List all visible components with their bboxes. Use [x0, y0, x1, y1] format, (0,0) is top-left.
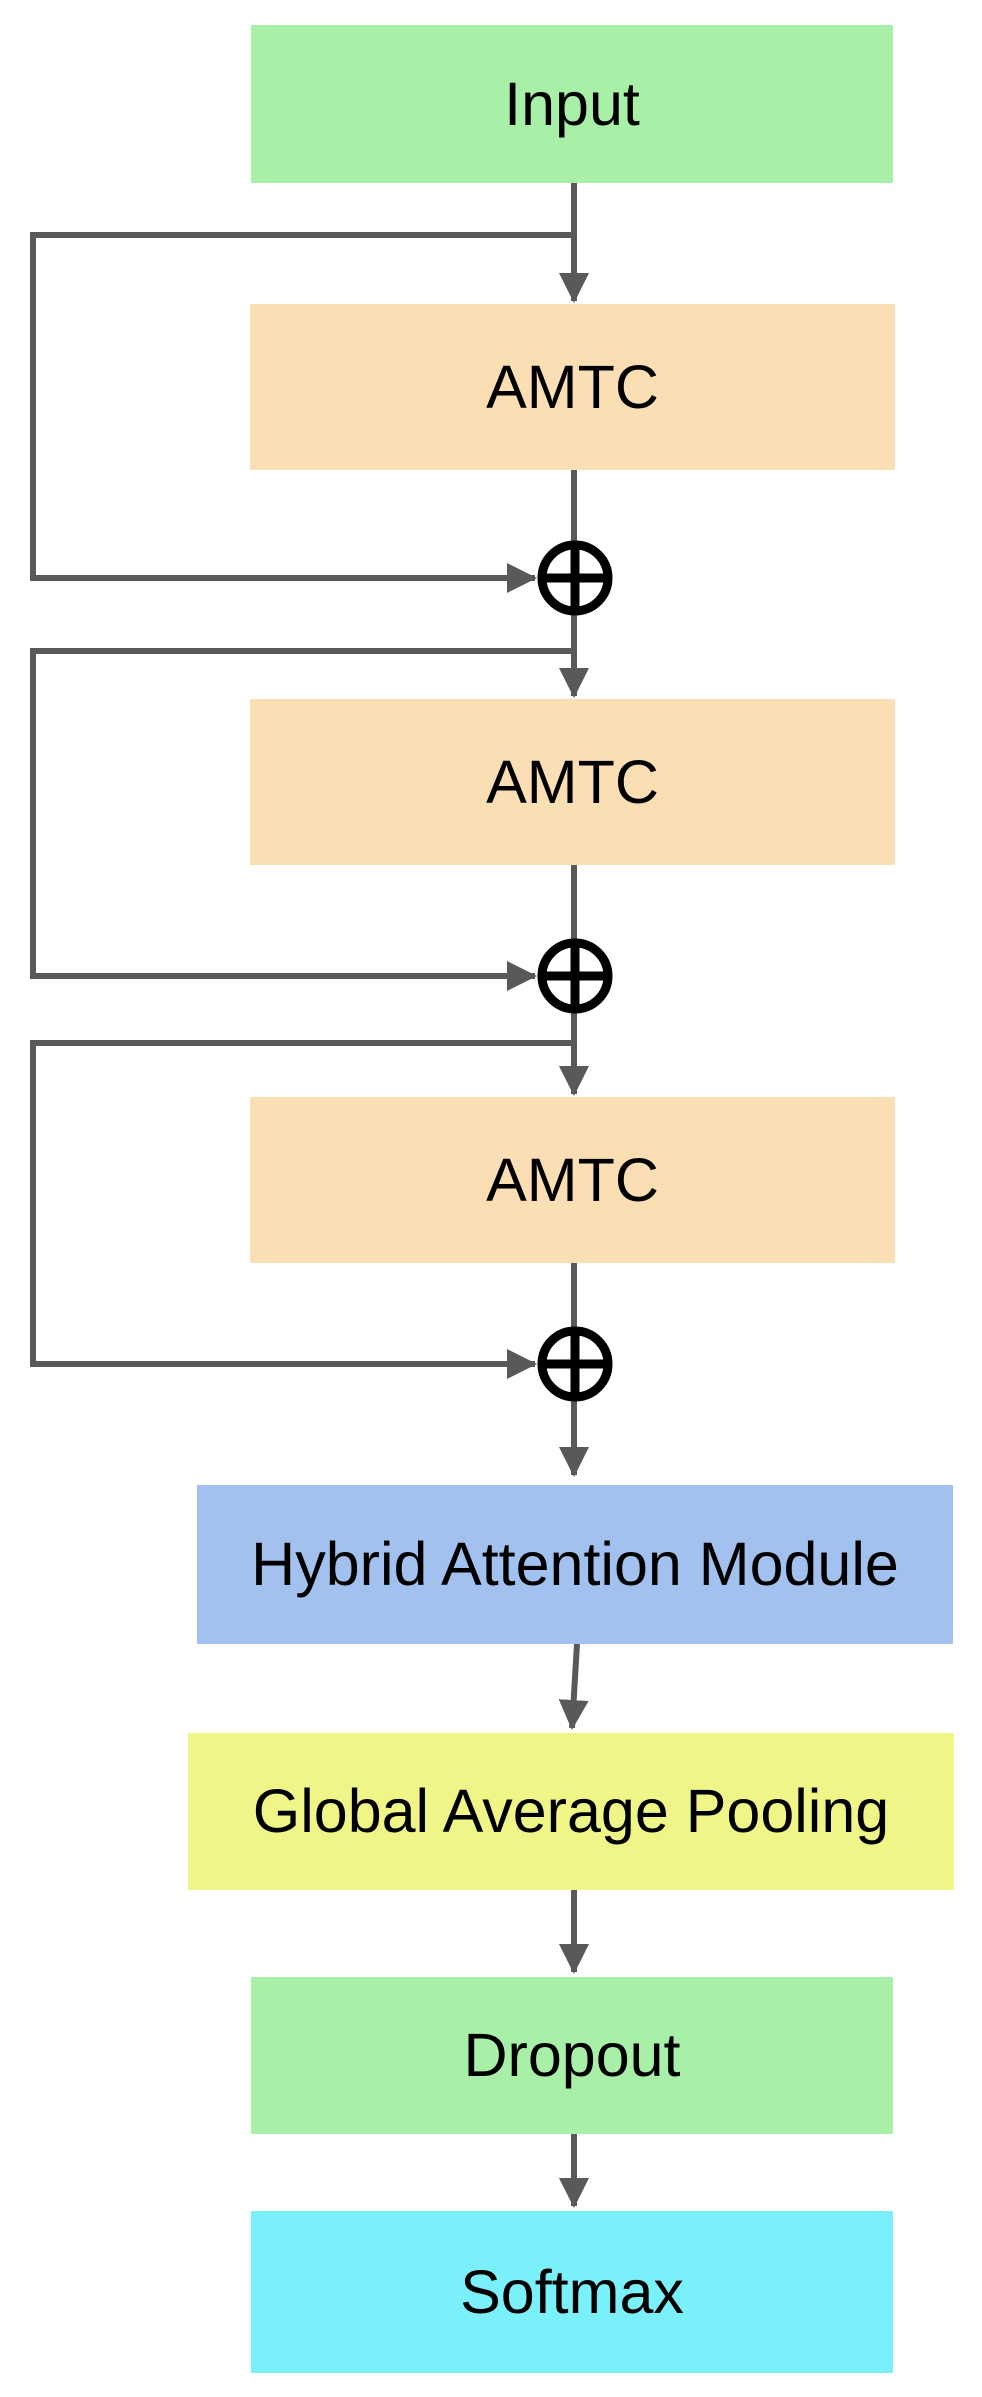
add-operators — [537, 540, 613, 1402]
edge-skip3 — [30, 1040, 574, 1379]
edge-skip2 — [30, 648, 574, 991]
node-amtc-2: AMTC — [250, 699, 895, 865]
add-operator-2-icon — [537, 938, 613, 1014]
add-operator-3-icon — [537, 1326, 613, 1402]
add-operator-1-icon — [537, 540, 613, 616]
node-global-average-pooling: Global Average Pooling — [188, 1733, 954, 1890]
node-softmax: Softmax — [251, 2211, 893, 2373]
node-amtc-3: AMTC — [250, 1097, 895, 1263]
node-dropout: Dropout — [251, 1977, 893, 2134]
node-input: Input — [251, 25, 893, 183]
node-hybrid-attention-module: Hybrid Attention Module — [197, 1485, 953, 1644]
edge-skip1 — [30, 232, 574, 593]
edge-ham-gap — [558, 1643, 589, 1730]
node-amtc-1: AMTC — [250, 304, 895, 470]
